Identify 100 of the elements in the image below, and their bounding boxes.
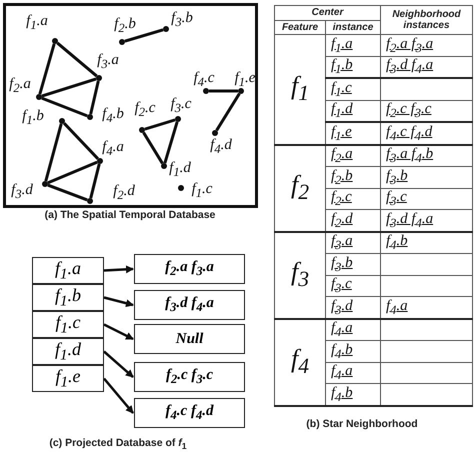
table-cell: f$_{2}$: [274, 144, 326, 232]
connecting-line: [89, 80, 100, 114]
neighbor-box: Null: [134, 324, 245, 354]
table-cell: f$_{4}$.b: [380, 232, 472, 254]
point-marker: [59, 118, 65, 124]
table-cell: f$_{3}$: [274, 232, 326, 318]
table-cell: f$_{4}$: [274, 318, 326, 406]
table-cell: f$_{1}$.b: [326, 56, 380, 78]
connecting-line: [209, 90, 238, 92]
point-marker: [212, 130, 218, 136]
panel-caption: (a) The Spatial Temporal Database: [44, 209, 216, 221]
table-cell: f$_{4}$.b: [326, 384, 380, 406]
table-cell: f$_{3}$.a: [326, 232, 380, 254]
neighbor-box: f$_{4}$.c f$_{4}$.d: [134, 398, 245, 428]
point-marker: [178, 185, 184, 191]
neighbor-box: f$_{2}$.a f$_{3}$.a: [134, 254, 245, 284]
table-cell: f$_{3}$.d: [326, 296, 380, 318]
point-marker: [119, 39, 125, 45]
point-label: f$_{4}$.a: [102, 139, 124, 159]
point-marker: [238, 88, 244, 94]
connecting-line: [142, 132, 164, 164]
table-cell: f$_{1}$: [274, 34, 326, 144]
point-marker: [139, 127, 145, 133]
point-label: f$_{1}$.d: [169, 160, 191, 180]
column-header: instance: [326, 20, 380, 34]
point-marker: [42, 181, 48, 187]
connecting-line: [41, 96, 88, 118]
point-label: f$_{3}$.d: [11, 182, 33, 202]
point-label: f$_{3}$.c: [170, 96, 192, 116]
connecting-line: [56, 42, 98, 78]
table-cell: f$_{3}$.a f$_{4}$.b: [380, 144, 472, 166]
connecting-line: [47, 184, 88, 202]
point-marker: [87, 114, 93, 120]
point-marker: [161, 163, 167, 169]
panel-caption: (c) Projected Database of f$_{1}$: [49, 437, 187, 452]
instance-box: f$_{1}$.e: [32, 365, 104, 392]
point-label: f$_{4}$.c: [194, 70, 214, 90]
point-label: f$_{4}$.b: [102, 106, 124, 126]
arrow: [104, 296, 134, 308]
arrow: [103, 350, 134, 378]
table-cell: f$_{1}$.d: [326, 100, 380, 122]
table-cell: f$_{2}$.a f$_{3}$.a: [380, 34, 472, 56]
connecting-line: [41, 77, 97, 98]
point-label: f$_{2}$.b: [114, 16, 136, 36]
table-cell: f$_{3}$.c: [380, 188, 472, 210]
point-marker: [36, 94, 42, 100]
neighbor-box: f$_{3}$.d f$_{4}$.a: [134, 290, 245, 320]
connecting-line: [89, 164, 101, 198]
point-marker: [175, 116, 181, 122]
table-cell: f$_{2}$.d: [326, 210, 380, 232]
instance-box: f$_{1}$.d: [32, 338, 104, 365]
connecting-line: [38, 43, 56, 95]
arrow: [103, 323, 134, 340]
instance-box: f$_{1}$.c: [32, 311, 104, 338]
instance-box: f$_{1}$.a: [32, 257, 104, 284]
connecting-line: [62, 122, 100, 160]
table-cell: f$_{1}$.a: [326, 34, 380, 56]
table-cell: f$_{4}$.a: [380, 296, 472, 318]
point-label: f$_{2}$.c: [134, 100, 156, 120]
connecting-line: [47, 160, 98, 184]
neighbor-box: f$_{2}$.c f$_{3}$.c: [134, 362, 245, 392]
connecting-line: [44, 124, 63, 182]
table-cell: f$_{3}$.d f$_{4}$.a: [380, 210, 472, 232]
point-label: f$_{1}$.c: [192, 181, 212, 201]
table-cell: f$_{2}$.c: [326, 188, 380, 210]
table-cell: f$_{4}$.a: [326, 362, 380, 384]
table-cell: f$_{3}$.d f$_{4}$.a: [380, 56, 472, 78]
point-marker: [203, 88, 209, 94]
point-label: f$_{4}$.d: [210, 137, 232, 157]
connecting-line: [215, 92, 241, 132]
connecting-line: [163, 121, 179, 164]
column-header: Neighborhood instances: [380, 6, 472, 34]
table-cell: f$_{4}$.a: [326, 318, 380, 340]
table-cell: f$_{2}$.a: [326, 144, 380, 166]
point-label: f$_{1}$.e: [234, 70, 256, 90]
point-marker: [163, 26, 169, 32]
point-label: f$_{2}$.a: [9, 76, 31, 96]
table-cell: f$_{1}$.e: [326, 122, 380, 144]
point-marker: [87, 198, 93, 204]
connecting-line: [144, 118, 176, 131]
point-label: f$_{3}$.a: [97, 52, 119, 72]
column-header: Feature: [274, 20, 326, 34]
point-marker: [52, 38, 58, 44]
table-cell: f$_{3}$.b: [380, 166, 472, 188]
panel-caption: (b) Star Neighborhood: [306, 418, 418, 430]
table-cell: f$_{4}$.b: [326, 340, 380, 362]
point-label: f$_{1}$.b: [22, 108, 44, 128]
point-label: f$_{1}$.a: [26, 13, 48, 33]
table-cell: f$_{2}$.b: [326, 166, 380, 188]
table-cell: f$_{1}$.c: [326, 78, 380, 100]
table-cell: f$_{3}$.b: [326, 254, 380, 275]
point-label: f$_{2}$.d: [113, 183, 135, 203]
table-cell: f$_{2}$.c f$_{3}$.c: [380, 100, 472, 122]
arrow: [104, 265, 134, 274]
column-header: Center: [274, 6, 380, 20]
table-cell: f$_{3}$.c: [326, 275, 380, 296]
point-label: f$_{3}$.b: [171, 10, 193, 30]
arrow: [103, 378, 134, 414]
instance-box: f$_{1}$.b: [32, 284, 104, 311]
connecting-line: [124, 28, 164, 43]
